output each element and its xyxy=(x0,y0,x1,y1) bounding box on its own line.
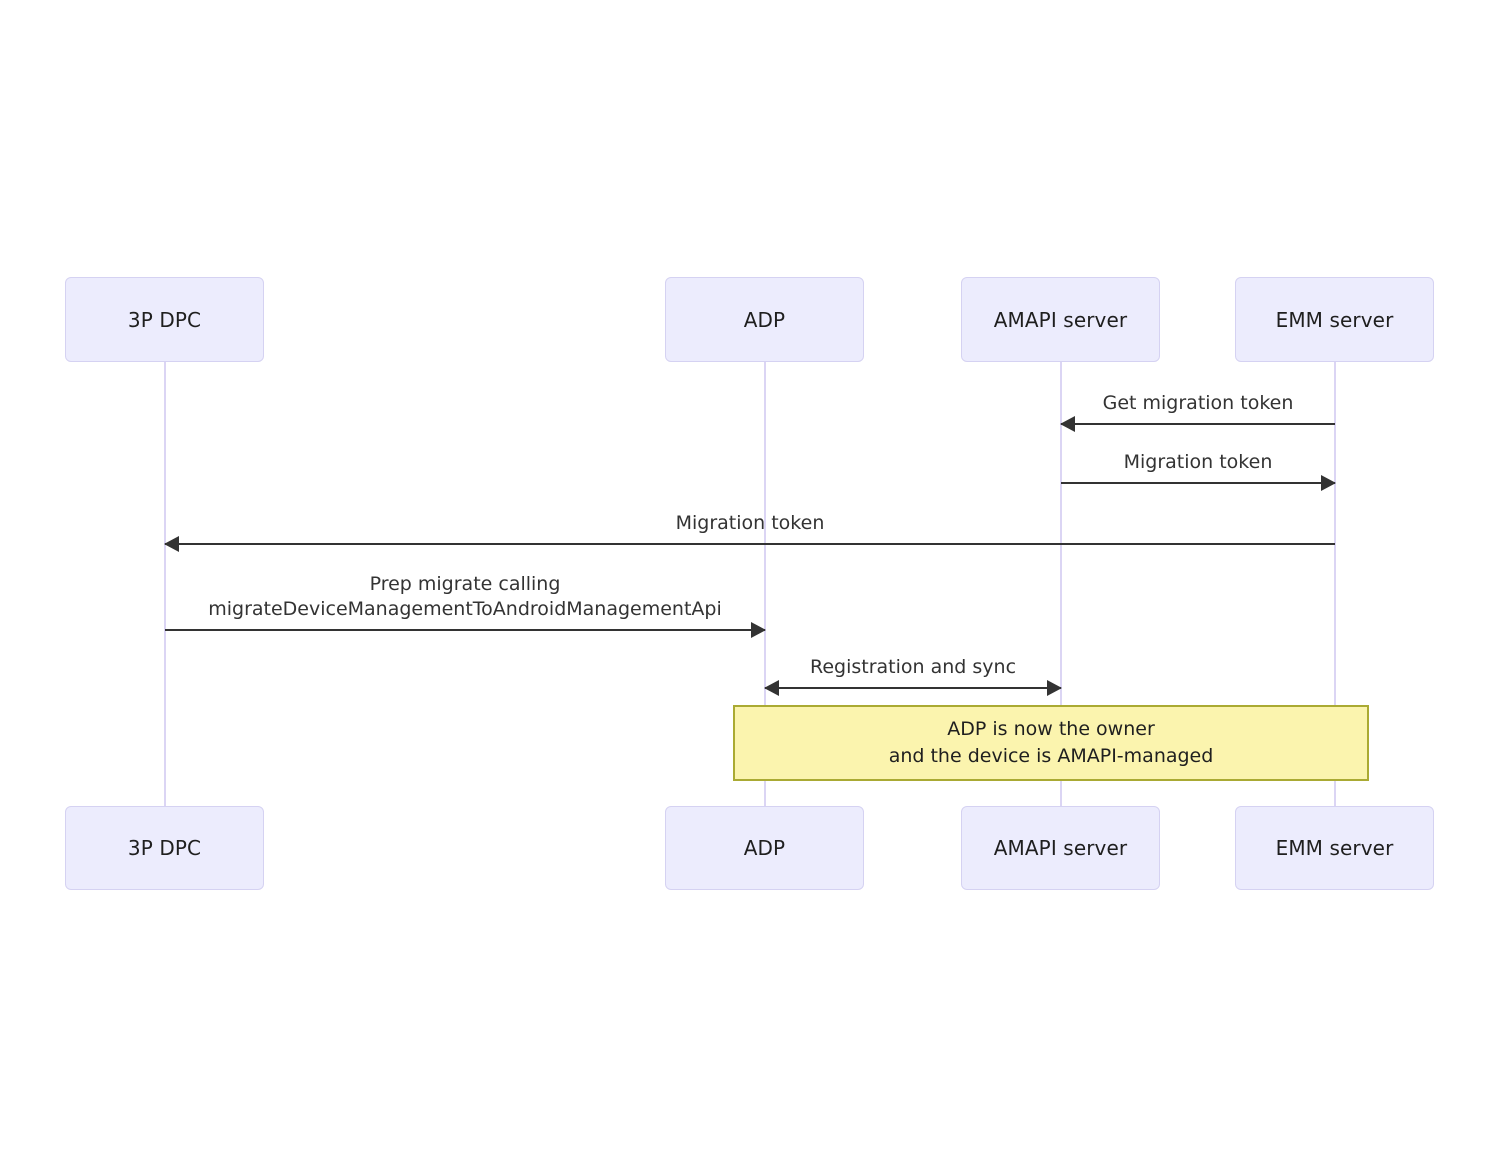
participant-top-adp[interactable]: ADP xyxy=(665,277,864,362)
participant-label: ADP xyxy=(743,307,786,332)
participant-bottom-emm-server[interactable]: EMM server xyxy=(1235,806,1434,890)
message-prep-migrate: Prep migrate calling migrateDeviceManage… xyxy=(165,573,766,638)
message-label: Migration token xyxy=(1123,450,1273,473)
message-line xyxy=(1061,482,1335,484)
message-line xyxy=(165,629,765,631)
participant-bottom-amapi-server[interactable]: AMAPI server xyxy=(961,806,1160,890)
arrowhead-right-icon xyxy=(1047,680,1062,696)
participant-label: 3P DPC xyxy=(127,307,202,332)
message-label: Migration token xyxy=(675,511,825,534)
lifeline-amapi-server xyxy=(1060,362,1062,806)
lifeline-3p-dpc xyxy=(164,362,166,806)
participant-top-emm-server[interactable]: EMM server xyxy=(1235,277,1434,362)
participant-label: EMM server xyxy=(1275,836,1394,860)
participant-bottom-adp[interactable]: ADP xyxy=(665,806,864,890)
participant-top-amapi-server[interactable]: AMAPI server xyxy=(961,277,1160,362)
lifeline-emm-server xyxy=(1334,362,1336,806)
participant-bottom-3p-dpc[interactable]: 3P DPC xyxy=(65,806,264,890)
message-label: Registration and sync xyxy=(809,655,1017,678)
participant-top-3p-dpc[interactable]: 3P DPC xyxy=(65,277,264,362)
message-migration-token-to-dpc: Migration token xyxy=(164,512,1335,552)
message-registration-and-sync: Registration and sync xyxy=(764,656,1062,696)
participant-label: 3P DPC xyxy=(127,836,202,860)
participant-label: AMAPI server xyxy=(993,836,1128,860)
arrowhead-left-icon xyxy=(764,680,779,696)
message-get-migration-token: Get migration token xyxy=(1060,392,1335,432)
arrowhead-left-icon xyxy=(164,536,179,552)
lifeline-adp xyxy=(764,362,766,806)
message-line xyxy=(165,543,1335,545)
message-migration-token-to-emm: Migration token xyxy=(1061,451,1336,491)
message-line xyxy=(765,687,1061,689)
arrowhead-right-icon xyxy=(751,622,766,638)
participant-label: ADP xyxy=(743,836,786,860)
arrowhead-right-icon xyxy=(1321,475,1336,491)
message-label: Prep migrate calling migrateDeviceManage… xyxy=(208,572,722,620)
participant-label: AMAPI server xyxy=(993,307,1128,332)
participant-label: EMM server xyxy=(1275,307,1394,332)
message-label: Get migration token xyxy=(1102,391,1294,414)
message-line xyxy=(1061,423,1335,425)
arrowhead-left-icon xyxy=(1060,416,1075,432)
note-adp-owner: ADP is now the owner and the device is A… xyxy=(733,705,1369,781)
note-text: ADP is now the owner and the device is A… xyxy=(888,718,1214,767)
